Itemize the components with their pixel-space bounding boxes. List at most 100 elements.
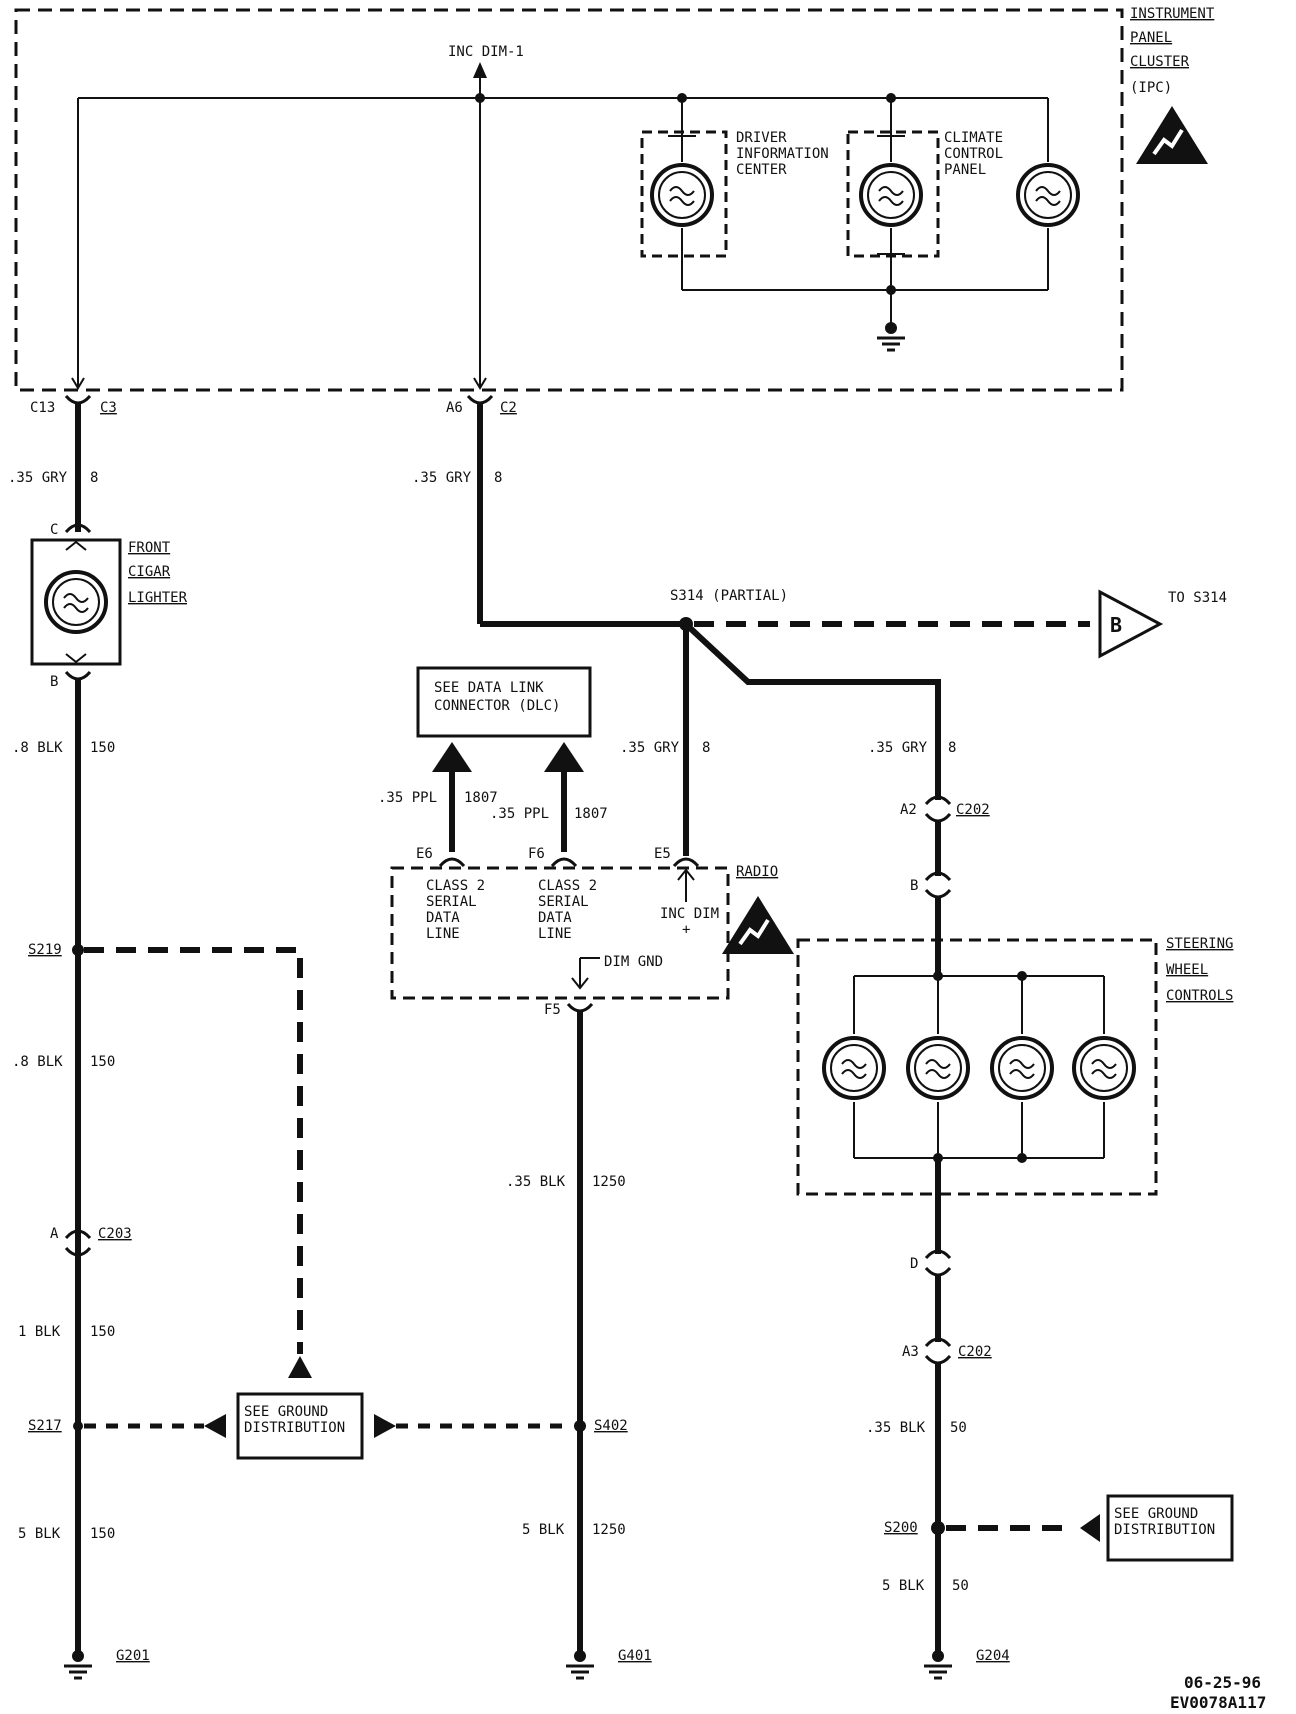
ground-g201: G201 — [116, 1648, 150, 1664]
ground-box2-line2: DISTRIBUTION — [1114, 1522, 1215, 1538]
footer-date: 06-25-96 — [1184, 1673, 1261, 1692]
dic-box — [640, 130, 728, 258]
splice-s402: S402 — [594, 1418, 628, 1434]
radio-c1-l2: SERIAL — [426, 894, 477, 910]
radio-c2-l4: LINE — [538, 926, 572, 942]
g201-ground-icon — [62, 1664, 94, 1680]
dic-label-2: INFORMATION — [736, 146, 829, 162]
dlc-line2: CONNECTOR (DLC) — [434, 698, 560, 714]
cigar-label-2: CIGAR — [128, 564, 171, 580]
conn-c13: C13 — [30, 400, 55, 416]
inc-dim-arrow-icon — [473, 62, 487, 78]
conn-c202-a: C202 — [956, 802, 990, 818]
to-s314-label: TO S314 — [1168, 590, 1227, 606]
conn-e6: E6 — [416, 846, 433, 862]
wire-num-10: 8 — [948, 740, 956, 756]
ipc-label-3: CLUSTER — [1130, 54, 1190, 70]
inc-dim-1-label: INC DIM-1 — [448, 44, 524, 60]
swc-lamp-2-icon — [906, 1036, 970, 1100]
swc-label-2: WHEEL — [1166, 962, 1208, 978]
ccp-label-1: CLIMATE — [944, 130, 1003, 146]
ipc-ground-icon — [875, 336, 907, 352]
s314-label: S314 (PARTIAL) — [670, 588, 788, 604]
wire-num-6: 150 — [90, 1526, 115, 1542]
dic-lamp-icon — [650, 163, 714, 227]
wire-num-3: 150 — [90, 740, 115, 756]
radio-c2-l2: SERIAL — [538, 894, 589, 910]
wire-label-5: 1 BLK — [18, 1324, 61, 1340]
wire-num-12: 1250 — [592, 1522, 626, 1538]
radio-c1-l4: LINE — [426, 926, 460, 942]
radio-c2-l3: DATA — [538, 910, 572, 926]
wire-label-6: 5 BLK — [18, 1526, 61, 1542]
ground-box1-line1: SEE GROUND — [244, 1404, 328, 1420]
conn-c202-b: C202 — [958, 1344, 992, 1360]
conn-c2: C2 — [500, 400, 517, 416]
g401-ground-icon — [564, 1664, 596, 1680]
splice-s217: S217 — [28, 1418, 62, 1434]
swc-lamp-3-icon — [990, 1036, 1054, 1100]
wire-num-9: 8 — [702, 740, 710, 756]
wire-label-8: .35 PPL — [490, 806, 549, 822]
wire-label-1: .35 GRY — [8, 470, 68, 486]
conn-c3: C3 — [100, 400, 117, 416]
conn-a3: A3 — [902, 1344, 919, 1360]
dic-label-1: DRIVER — [736, 130, 787, 146]
wire-num-13: 50 — [950, 1420, 967, 1436]
radio-inc-dim: INC DIM — [660, 906, 719, 922]
conn-a: A — [50, 1226, 59, 1242]
ccp-label-3: PANEL — [944, 162, 986, 178]
swc-label-3: CONTROLS — [1166, 988, 1233, 1004]
ipc-lamp-icon — [1016, 163, 1080, 227]
cigar-lighter-lamp-icon — [44, 570, 108, 634]
ipc-box — [14, 8, 1124, 392]
cigar-lighter-box — [30, 538, 122, 666]
wire-label-7: .35 PPL — [378, 790, 437, 806]
wire-label-2: .35 GRY — [412, 470, 472, 486]
radio-esd-icon — [720, 894, 796, 956]
conn-b-cigar: B — [50, 674, 58, 690]
ref-b-letter: B — [1110, 613, 1122, 637]
ground-box2-line1: SEE GROUND — [1114, 1506, 1198, 1522]
ref-b-triangle — [1098, 589, 1164, 659]
swc-lamp-4-icon — [1072, 1036, 1136, 1100]
ground-box1-line2: DISTRIBUTION — [244, 1420, 345, 1436]
radio-c1-l1: CLASS 2 — [426, 878, 485, 894]
conn-c203: C203 — [98, 1226, 132, 1242]
wire-label-4: .8 BLK — [12, 1054, 63, 1070]
wire-label-9: .35 GRY — [620, 740, 680, 756]
conn-c-cigar: C — [50, 522, 58, 538]
swc-label-1: STEERING — [1166, 936, 1233, 952]
wire-num-11: 1250 — [592, 1174, 626, 1190]
dic-label-3: CENTER — [736, 162, 787, 178]
wire-num-1: 8 — [90, 470, 98, 486]
ipc-label-1: INSTRUMENT — [1130, 6, 1215, 22]
conn-a2: A2 — [900, 802, 917, 818]
wire-num-8: 1807 — [574, 806, 608, 822]
conn-f5: F5 — [544, 1002, 561, 1018]
cigar-label-3: LIGHTER — [128, 590, 188, 606]
conn-e5: E5 — [654, 846, 671, 862]
wire-num-2: 8 — [494, 470, 502, 486]
ground-g401: G401 — [618, 1648, 652, 1664]
conn-b-swc: B — [910, 878, 918, 894]
dlc-box — [416, 666, 592, 738]
wire-label-3: .8 BLK — [12, 740, 63, 756]
g204-ground-icon — [922, 1664, 954, 1680]
ipc-label-2: PANEL — [1130, 30, 1172, 46]
conn-d: D — [910, 1256, 918, 1272]
ipc-label-4: (IPC) — [1130, 80, 1172, 96]
steering-wheel-controls-box — [796, 938, 1158, 1196]
radio-box — [390, 866, 730, 1000]
radio-title: RADIO — [736, 864, 778, 880]
splice-s219: S219 — [28, 942, 62, 958]
radio-c1-l3: DATA — [426, 910, 460, 926]
ground-g204: G204 — [976, 1648, 1010, 1664]
wire-label-14: 5 BLK — [882, 1578, 925, 1594]
dlc-arrow-2-icon — [544, 742, 584, 772]
wire-label-10: .35 GRY — [868, 740, 928, 756]
conn-f6: F6 — [528, 846, 545, 862]
wire-num-4: 150 — [90, 1054, 115, 1070]
dlc-arrow-1-icon — [432, 742, 472, 772]
